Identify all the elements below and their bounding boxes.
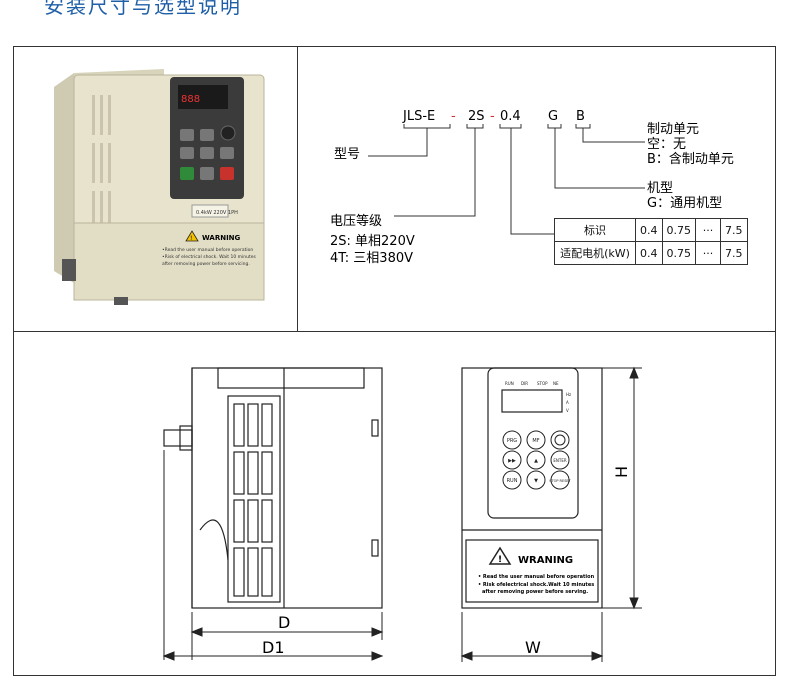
brake-code: B: [576, 109, 585, 124]
svg-text:888: 888: [181, 94, 200, 105]
svg-text:RUN: RUN: [507, 478, 518, 484]
dim-d1-label: D1: [262, 638, 285, 657]
svg-text:DIR: DIR: [521, 381, 528, 386]
type-g: G：通用机型: [647, 196, 722, 211]
table-row: 适配电机(kW) 0.4 0.75 ··· 7.5: [554, 241, 748, 265]
svg-text:PRG: PRG: [507, 438, 517, 444]
front-view-drawing: RUN DIR STOP NE Hz A V PRG MF ▶▶ ▲ ENTER…: [460, 366, 642, 662]
type-code: G: [548, 109, 558, 124]
svg-text:-: -: [451, 109, 456, 124]
svg-text:ENTER: ENTER: [553, 458, 566, 463]
svg-text:-: -: [490, 109, 495, 124]
type-title: 机型: [647, 181, 673, 196]
svg-text:WARNING: WARNING: [202, 234, 241, 242]
display: [178, 85, 228, 109]
front-warning-title: WRANING: [518, 555, 573, 566]
svg-text:•Read the user manual before o: •Read the user manual before operation: [162, 247, 253, 253]
brake-b: B：含制动单元: [647, 151, 734, 167]
row-header: 适配电机(kW): [554, 241, 636, 265]
brake-title: 制动单元: [647, 122, 699, 137]
model-prefix: JLS-E: [402, 109, 435, 124]
voltage-title: 电压等级: [330, 213, 382, 229]
dim-w-label: W: [525, 638, 541, 657]
svg-text:• Risk ofelectrical shock.Wait: • Risk ofelectrical shock.Wait 10 minute…: [478, 582, 594, 588]
svg-text:▲: ▲: [534, 458, 538, 464]
svg-text:Hz: Hz: [566, 392, 571, 397]
svg-text:STOP RESET: STOP RESET: [549, 479, 571, 483]
svg-text:V: V: [566, 408, 569, 413]
side-view-drawing: D D1: [162, 367, 384, 661]
svg-text:MF: MF: [532, 438, 539, 444]
svg-text:STOP: STOP: [537, 381, 548, 386]
voltage-2s: 2S: 单相220V: [330, 234, 415, 249]
svg-text:0.4kW 220V 1PH: 0.4kW 220V 1PH: [196, 210, 238, 216]
dim-d-label: D: [278, 613, 290, 632]
svg-text:after removing power before se: after removing power before servicing.: [162, 261, 250, 267]
svg-text:• Read the user manual before: • Read the user manual before operation: [478, 574, 595, 580]
svg-text:!: !: [498, 555, 502, 565]
voltage-code: 2S: [468, 109, 485, 124]
table-row: 标识 0.4 0.75 ··· 7.5: [554, 218, 748, 242]
power-spec-table: 标识 0.4 0.75 ··· 7.5 适配电机(kW) 0.4 0.75 ··…: [554, 218, 748, 265]
section-divider: [13, 331, 776, 332]
product-photo: 888 0.4kW 220V 1PH ! WARNING •Read the u…: [14, 47, 297, 331]
model-code-diagram: JLS-E - 2S - 0.4 G B 型号 电压等级 2S: 单相220V …: [330, 109, 734, 266]
svg-text:A: A: [566, 400, 569, 405]
svg-text:RUN: RUN: [505, 381, 514, 386]
svg-text:•Risk of electrical shock. Wai: •Risk of electrical shock. Wait 10 minut…: [162, 254, 257, 260]
svg-text:▼: ▼: [534, 478, 538, 484]
keypad-drawing: [502, 430, 570, 490]
svg-text:after removing power before se: after removing power before serving.: [482, 589, 588, 595]
page-title: 安装尺寸与选型说明: [44, 0, 242, 18]
voltage-4t: 4T: 三相380V: [330, 251, 413, 266]
svg-text:!: !: [190, 235, 192, 242]
svg-text:NE: NE: [553, 381, 559, 386]
model-label: 型号: [334, 147, 360, 162]
dim-h-label: H: [612, 466, 631, 478]
power-code: 0.4: [500, 109, 521, 124]
row-header: 标识: [554, 218, 636, 242]
keypad-buttons: [180, 125, 236, 180]
svg-text:▶▶: ▶▶: [508, 458, 516, 464]
brake-none: 空：无: [647, 137, 686, 152]
